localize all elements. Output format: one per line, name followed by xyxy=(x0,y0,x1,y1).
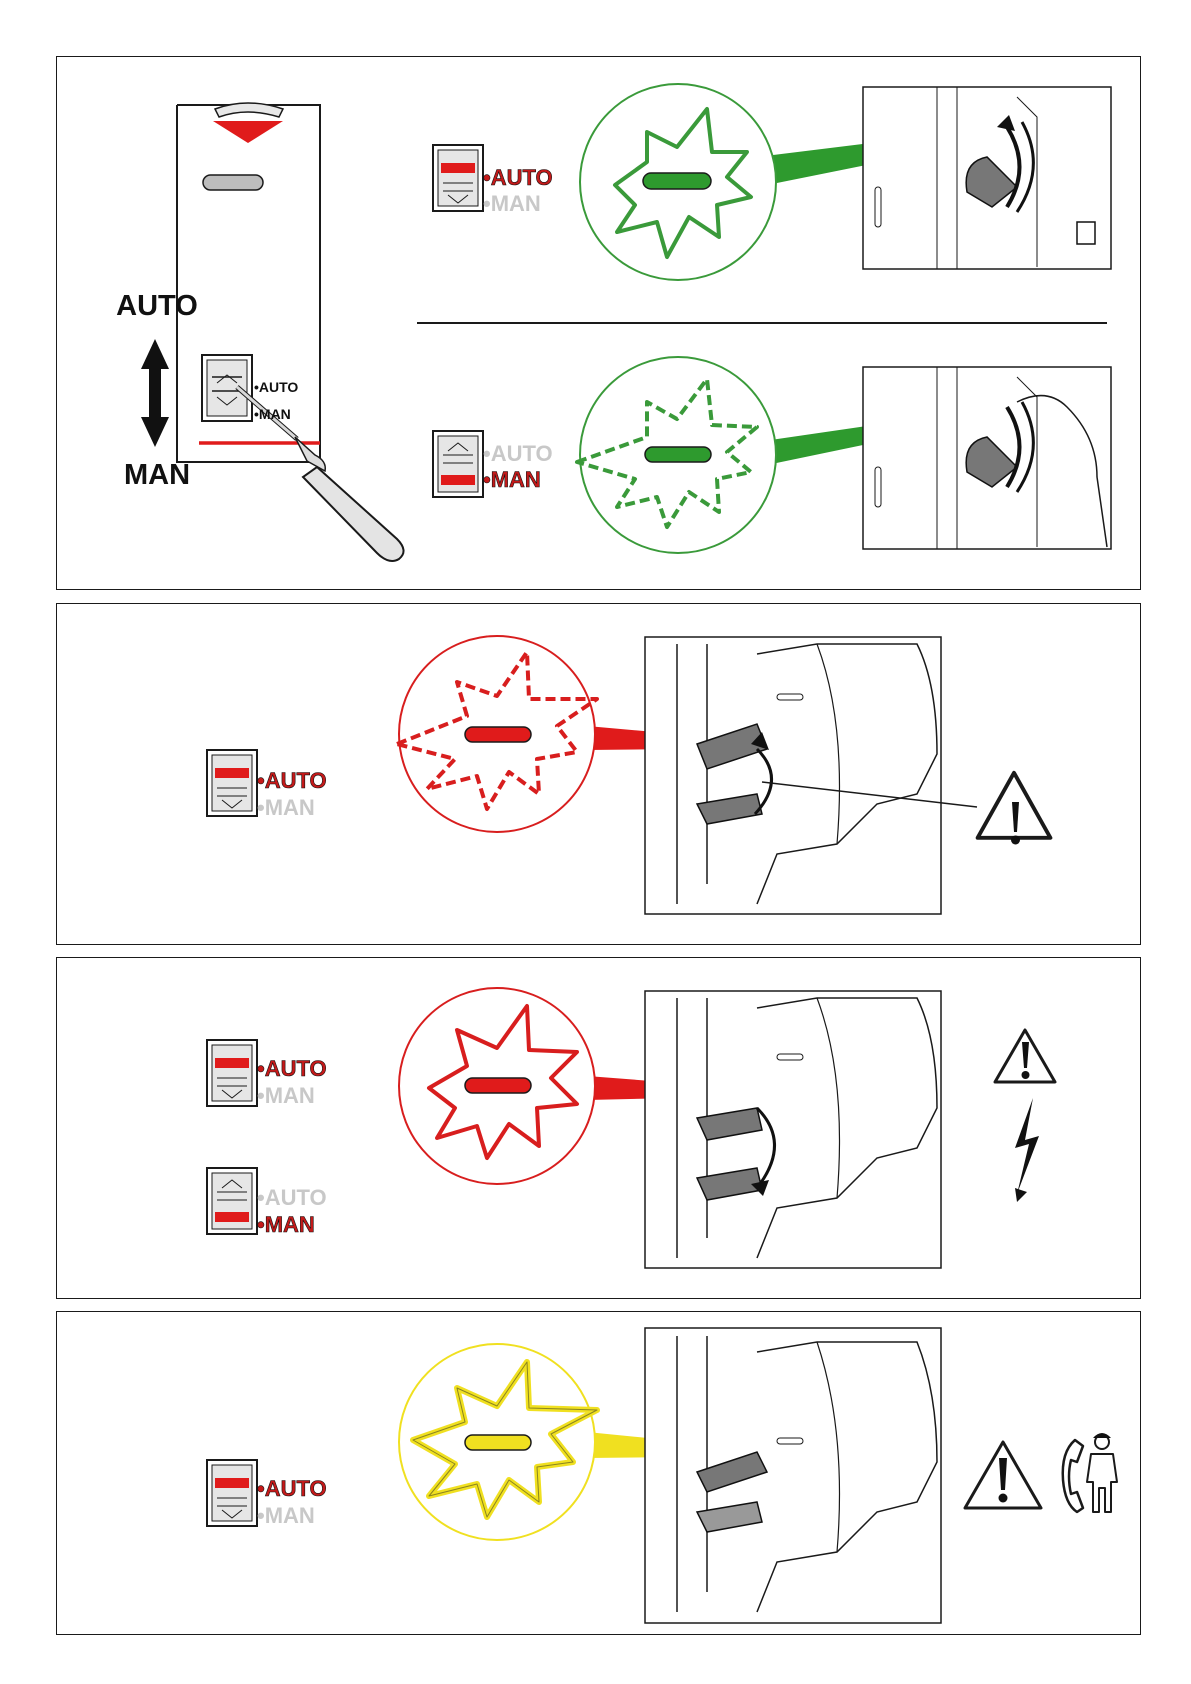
indicator-man-active: •MAN xyxy=(257,1212,315,1237)
device-front-panel xyxy=(177,103,320,462)
indicator-auto-active: •AUTO xyxy=(257,768,327,793)
switch-indicator-auto xyxy=(433,145,483,211)
warning-icon xyxy=(995,1030,1055,1082)
switch-indicator-auto xyxy=(207,1040,257,1106)
technician-icon xyxy=(1087,1433,1117,1512)
man-large-label: MAN xyxy=(124,459,190,491)
device-man-label: •MAN xyxy=(254,406,291,422)
panel-mode-selection: AUTO MAN •AUTO •MAN •AUTO •MAN xyxy=(56,56,1141,590)
phone-icon xyxy=(1063,1440,1083,1512)
breaker-illustration-bottom xyxy=(863,367,1111,549)
auto-large-label: AUTO xyxy=(116,290,198,322)
electric-hazard-icon xyxy=(1015,1098,1039,1202)
warning-icon xyxy=(978,773,1051,845)
indicator-auto-inactive: •AUTO xyxy=(257,1185,327,1210)
indicator-man-inactive: •MAN xyxy=(257,1503,315,1528)
warning-icon xyxy=(965,1442,1041,1508)
indicator-man-inactive: •MAN xyxy=(257,795,315,820)
panel-red-blinking: •AUTO •MAN xyxy=(56,603,1141,945)
switch-indicator-auto xyxy=(207,1460,257,1526)
indicator-auto-active: •AUTO xyxy=(257,1476,327,1501)
panel-yellow-steady: •AUTO •MAN xyxy=(56,1311,1141,1635)
indicator-man-inactive: •MAN xyxy=(483,191,541,216)
double-arrow-icon xyxy=(141,339,169,447)
breaker-illustration xyxy=(645,991,941,1268)
indicator-man-active: •MAN xyxy=(483,467,541,492)
switch-indicator-man xyxy=(207,1168,257,1234)
panel-red-steady: •AUTO •MAN •AUTO •MAN xyxy=(56,957,1141,1299)
switch-indicator-man xyxy=(433,431,483,497)
indicator-man-inactive: •MAN xyxy=(257,1083,315,1108)
breaker-illustration xyxy=(645,1328,941,1623)
indicator-auto-active: •AUTO xyxy=(257,1056,327,1081)
breaker-illustration-top xyxy=(863,87,1111,269)
switch-indicator-auto xyxy=(207,750,257,816)
indicator-auto-active: •AUTO xyxy=(483,165,553,190)
device-auto-label: •AUTO xyxy=(254,379,298,395)
indicator-auto-inactive: •AUTO xyxy=(483,441,553,466)
breaker-illustration xyxy=(645,637,941,914)
